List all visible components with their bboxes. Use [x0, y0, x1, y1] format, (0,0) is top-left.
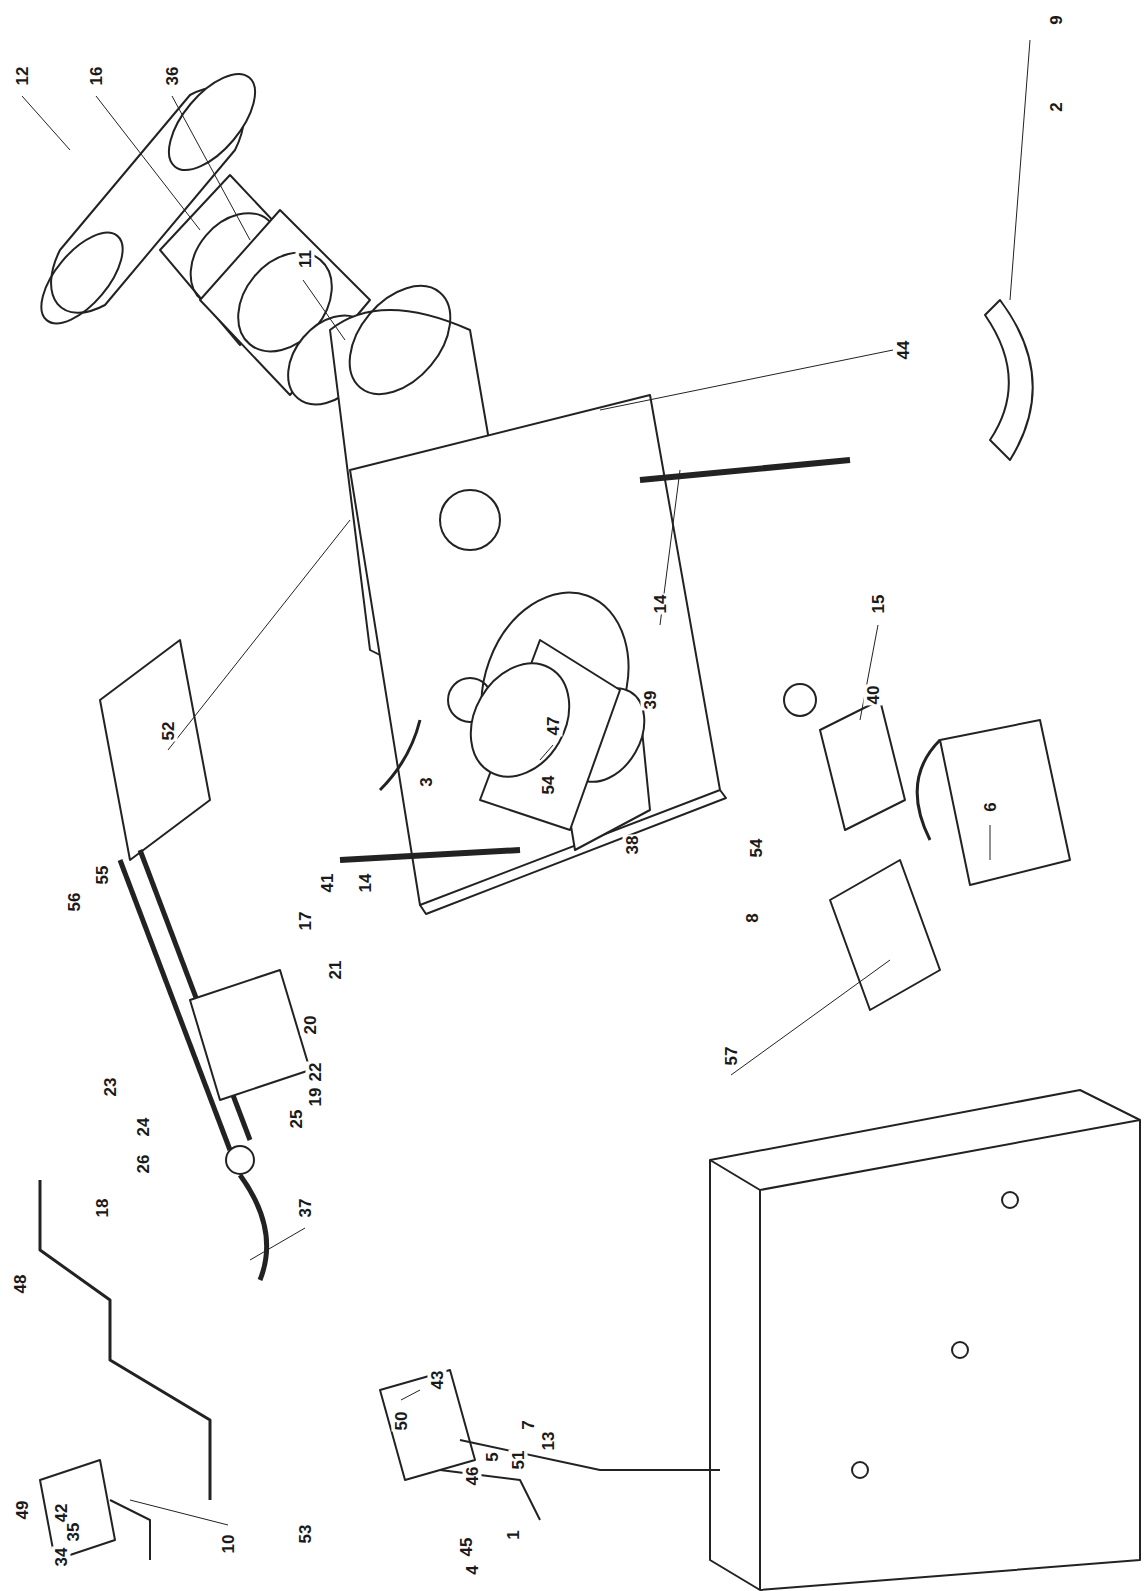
callout-number: 14 [356, 873, 375, 894]
callout-number: 9 [1047, 14, 1066, 25]
callout-number: 53 [296, 1524, 315, 1545]
callout-number: 43 [428, 1370, 447, 1391]
callout-number: 13 [539, 1431, 558, 1452]
callout-number: 14 [651, 594, 670, 615]
callout-number: 49 [13, 1500, 32, 1521]
callout-number: 10 [219, 1534, 238, 1555]
control-box [710, 1090, 1140, 1590]
callout-number: 3 [417, 776, 436, 787]
callout-number: 55 [93, 865, 112, 886]
clamp [985, 300, 1033, 460]
leader-line [1010, 40, 1030, 300]
callout-number: 50 [392, 1411, 411, 1432]
callout-number: 11 [296, 249, 315, 269]
motor [380, 640, 620, 830]
rod [640, 460, 850, 480]
callout-number: 20 [301, 1015, 320, 1036]
callout-number: 51 [509, 1450, 528, 1471]
electrode-assembly [100, 640, 310, 1280]
callout-number: 42 [52, 1503, 71, 1524]
callout-number: 48 [11, 1274, 30, 1295]
callout-number: 16 [87, 66, 106, 87]
callout-number: 4 [463, 1564, 482, 1575]
terminal-cover [830, 860, 940, 1010]
callout-number: 46 [463, 1466, 482, 1487]
callout-number: 36 [163, 66, 182, 87]
callout-number: 54 [539, 775, 558, 796]
callout-number: 24 [134, 1117, 153, 1138]
callout-number: 21 [326, 960, 345, 981]
ignition-transformer [917, 720, 1070, 885]
callout-number: 40 [864, 685, 883, 706]
callout-number: 39 [641, 690, 660, 711]
callout-number: 23 [101, 1077, 120, 1098]
callout-number: 54 [747, 838, 766, 859]
callout-number: 18 [93, 1198, 112, 1219]
callout-number: 34 [52, 1547, 71, 1568]
callout-number: 25 [287, 1109, 306, 1130]
callout-number: 2 [1047, 101, 1066, 112]
callout-number: 41 [318, 873, 337, 894]
callout-number: 44 [894, 340, 913, 361]
solenoid-valve [380, 1370, 720, 1520]
callout-number: 57 [722, 1046, 741, 1067]
callout-number: 6 [981, 801, 1000, 812]
oil-pipe [40, 1180, 210, 1500]
callout-number: 47 [544, 716, 563, 737]
photocell-unit [40, 1460, 150, 1560]
control-relay [820, 700, 905, 830]
rod [340, 850, 520, 860]
callout-number: 5 [483, 1451, 502, 1462]
callout-number: 35 [64, 1522, 83, 1543]
callout-number: 19 [306, 1087, 325, 1108]
callout-number: 17 [296, 911, 315, 932]
callout-number: 56 [65, 892, 84, 913]
callout-number: 37 [296, 1198, 315, 1219]
callout-number: 7 [519, 1419, 538, 1430]
callout-number: 12 [13, 66, 32, 87]
callout-number: 26 [134, 1154, 153, 1175]
callout-number: 38 [623, 835, 642, 856]
sight-glass [784, 684, 816, 716]
callout-number: 22 [306, 1062, 325, 1083]
callout-number: 1 [504, 1529, 523, 1540]
callout-number: 52 [159, 721, 178, 742]
callout-number: 45 [457, 1537, 476, 1558]
callout-number: 15 [869, 594, 888, 615]
mounting-plate [350, 395, 726, 914]
callout-number: 8 [743, 912, 762, 923]
leader-lines [22, 96, 990, 1525]
